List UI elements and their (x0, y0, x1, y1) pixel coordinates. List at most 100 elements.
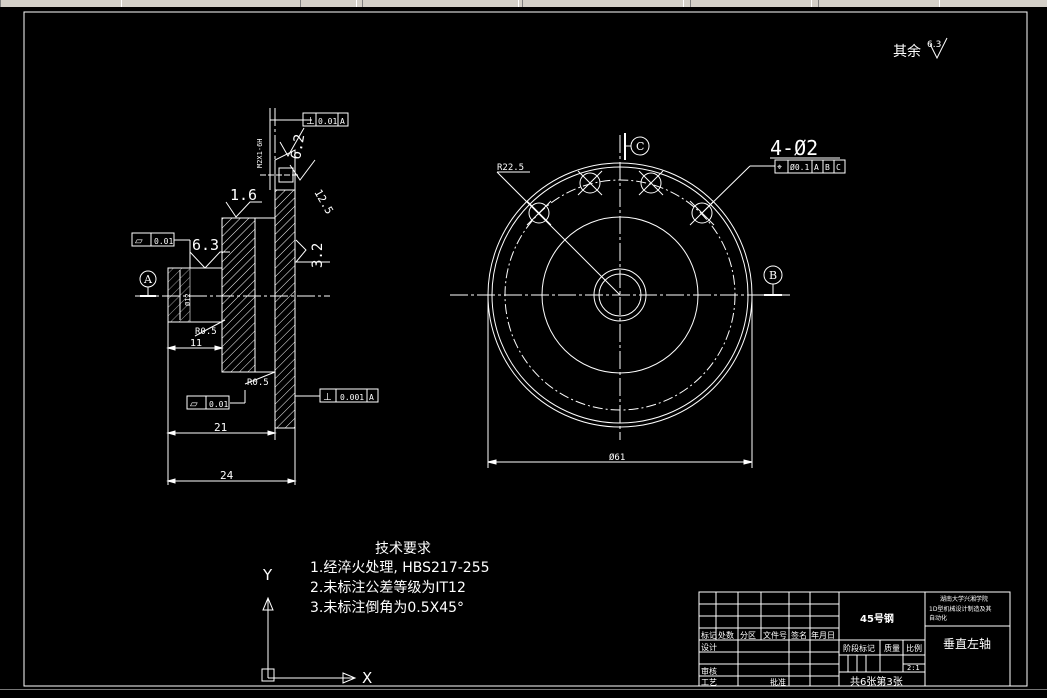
fcf-position-datum-b: B (825, 163, 830, 172)
toolbar-segment[interactable] (690, 0, 812, 7)
dim-r05-lower: R0.5 (247, 378, 269, 388)
fcf-position-value: Ø0.1 (790, 162, 809, 172)
datum-a-label: A (143, 273, 153, 286)
tb-lbl-mass: 质量 (884, 643, 900, 653)
tb-part-name: 垂直左轴 (943, 636, 991, 651)
tb-project-l2: 自动化 (929, 614, 947, 622)
dim-shaft-dia: Ø12 (184, 293, 192, 306)
ucs-icon (261, 596, 357, 684)
tb-hdr-mark: 标记 (701, 630, 717, 640)
tech-req-item-3: 3.未标注倒角为0.5X45° (310, 600, 464, 616)
roughness-symbol-chamfer (289, 159, 316, 181)
hole-cross (526, 200, 552, 226)
roughness-step-value: 1.6 (230, 186, 257, 204)
toolbar-segment[interactable] (362, 0, 519, 7)
hole-spec: 4-Ø2 (770, 136, 818, 160)
roughness-symbol-top (279, 127, 305, 158)
roughness-general-label: 其余 (893, 43, 921, 60)
hole-cross (638, 170, 664, 196)
front-view (450, 133, 846, 468)
outer-chamfer-circle (491, 166, 749, 424)
bolt-hole (691, 202, 713, 224)
hub-circle (593, 268, 647, 322)
leader-holes (701, 165, 751, 214)
dim-dia61: Ø61 (609, 452, 625, 463)
tb-hdr-date: 年月日 (811, 630, 835, 640)
roughness-symbol-right (294, 239, 330, 263)
datum-c-label: C (636, 140, 644, 153)
fcf-position-datum-c: C (836, 163, 841, 172)
toolbar-segment[interactable] (300, 0, 357, 7)
tb-hdr-doc: 文件号 (763, 630, 787, 640)
flange-hatch (274, 189, 296, 429)
toolbar-segment[interactable] (522, 0, 684, 7)
fcf-perp-bottom-datum: A (369, 393, 374, 402)
bore-circle (598, 273, 642, 317)
shaft-hatch (167, 267, 191, 323)
fcf-flat-bottom-symbol: ⏥ (190, 399, 198, 410)
fcf-flat-left-value: 0.01 (154, 237, 173, 246)
section-hatch (221, 217, 256, 373)
dim-r05-upper: R0.5 (195, 327, 217, 337)
tb-material: 45号钢 (860, 612, 894, 625)
ucs-y-label: Y (262, 566, 273, 584)
tb-sheet-info: 共6张第3张 (850, 675, 903, 688)
status-strip (0, 689, 1047, 698)
leader-r05 (244, 371, 276, 385)
bolt-hole (579, 172, 601, 194)
bolt-hole (640, 172, 662, 194)
hole-cross (577, 170, 603, 196)
leader-r05 (194, 319, 226, 337)
tb-lbl-review: 审核 (701, 666, 717, 676)
fcf-perp-top-datum: A (340, 117, 345, 126)
tb-hdr-sign: 签名 (791, 630, 807, 640)
fcf-position-symbol: ⌖ (777, 163, 782, 173)
toolbar-segment[interactable] (0, 0, 122, 7)
roughness-symbol-step (225, 201, 262, 218)
arrow (166, 478, 176, 484)
tb-school: 湖南大学兴湘学院 (940, 595, 988, 603)
roughness-general-symbol (929, 37, 948, 60)
datum-b-label: B (769, 269, 777, 282)
leader-r225 (496, 171, 621, 296)
fcf-perp-top-symbol: ⊥ (306, 116, 315, 127)
vertical-scrollbar[interactable] (1030, 7, 1047, 689)
roughness-right-value: 3.2 (310, 243, 326, 268)
fcf-perp-top (302, 112, 349, 127)
tb-project-l1: 1D型机械设计制造及其 (929, 605, 991, 613)
bolt-hole (528, 202, 550, 224)
fcf-perp-top-value: 0.01 (318, 117, 337, 126)
fcf-position-datum-a: A (814, 163, 819, 172)
tech-req-item-2: 2.未标注公差等级为IT12 (310, 579, 466, 596)
tb-hdr-count: 处数 (718, 630, 734, 640)
tech-req-title: 技术要求 (375, 541, 431, 557)
tb-lbl-scale: 比例 (906, 643, 922, 653)
arrow (743, 459, 753, 465)
roughness-general-value: 6.3 (927, 40, 941, 50)
roughness-left-value: 6.3 (192, 236, 219, 254)
fcf-flat-bottom (186, 395, 230, 410)
title-block (698, 591, 1011, 687)
tb-lbl-design: 设计 (701, 642, 717, 652)
bolt-circle (504, 179, 736, 411)
roughness-symbol-left (189, 251, 230, 269)
fcf-flat-bottom-value: 0.01 (209, 400, 228, 409)
arrow (166, 345, 176, 351)
middle-circle (541, 216, 699, 374)
toolbar-strip (0, 0, 1047, 7)
arrow (214, 345, 224, 351)
tb-lbl-stage: 阶段标记 (843, 643, 875, 653)
dim-21: 21 (214, 421, 227, 434)
fcf-perp-bottom-value: 0.001 (340, 393, 364, 402)
toolbar-segment[interactable] (818, 0, 940, 7)
arrow (287, 478, 297, 484)
tb-hdr-zone: 分区 (740, 631, 756, 640)
side-view (135, 108, 330, 485)
dim-24: 24 (220, 469, 234, 482)
arrow (166, 430, 176, 436)
fcf-perp-bottom-symbol: ⊥ (323, 392, 332, 403)
arrow (487, 459, 497, 465)
roughness-top-value: 6.2 (288, 133, 308, 161)
dim-r225: R22.5 (497, 163, 524, 173)
